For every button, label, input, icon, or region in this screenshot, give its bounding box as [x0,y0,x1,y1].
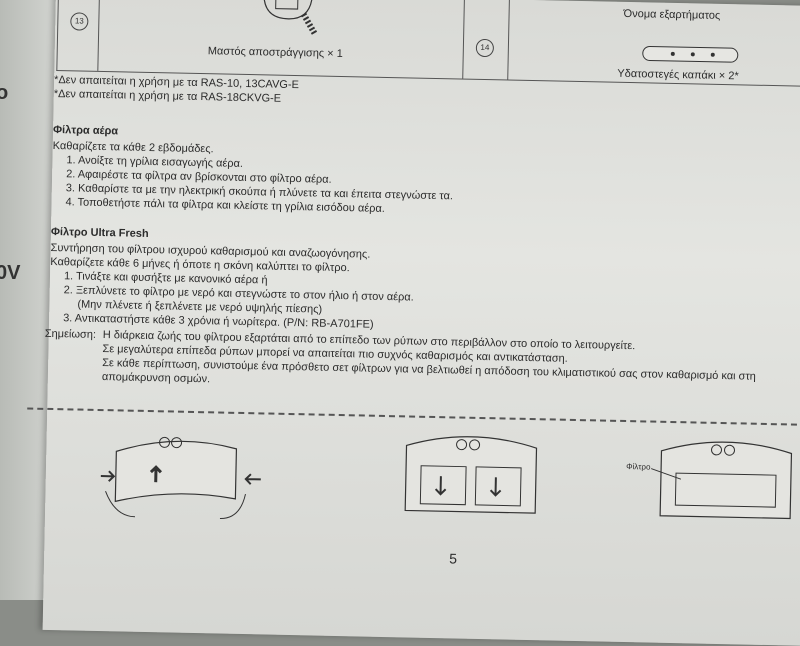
table-divider [462,0,465,79]
table-divider [97,0,100,71]
column-header: Όνομα εξαρτήματος [623,7,721,22]
section-intro: Καθαρίζετε τα κάθε 2 εβδομάδες. [52,139,214,156]
step-item: 1. Ανοίξτε τη γρίλια εισαγωγής αέρα. [66,154,244,170]
illustration-panel: Φίλτρο [24,407,800,545]
waterproof-cap-image [642,45,739,63]
drain-nozzle-image [263,0,318,36]
row-number-badge: 14 [475,38,495,58]
part-name: Μαστός αποστράγγισης × 1 [207,45,343,61]
unit-filters-illustration [404,436,538,514]
page-number: 5 [449,550,458,567]
table-divider [507,0,510,80]
row-number-badge: 13 [70,12,89,31]
filter-flex-illustration [100,436,261,520]
section-title: Φίλτρα αέρα [52,123,119,138]
left-page-fragment: o [0,82,9,104]
remark-label: Σημείωση: [44,327,97,341]
parts-table: 13 Μαστός αποστράγγισης × 1 14 Όνομα εξα… [56,0,800,87]
section-title: Φίλτρο Ultra Fresh [50,225,149,240]
remark-line: απομάκρυνση οσμών. [101,371,211,386]
part-name: Υδατοστεγές καπάκι × 2* [617,67,739,83]
step-item: 3. Αντικαταστήστε κάθε 3 χρόνια ή νωρίτε… [63,312,374,331]
filter-location-illustration [650,441,793,520]
footnote: *Δεν απαιτείται η χρήση με τα RAS-18CKVG… [53,87,282,105]
manual-page: 13 Μαστός αποστράγγισης × 1 14 Όνομα εξα… [24,0,800,646]
filter-label: Φίλτρο [626,462,651,472]
left-page-fragment: 0V [0,262,21,284]
